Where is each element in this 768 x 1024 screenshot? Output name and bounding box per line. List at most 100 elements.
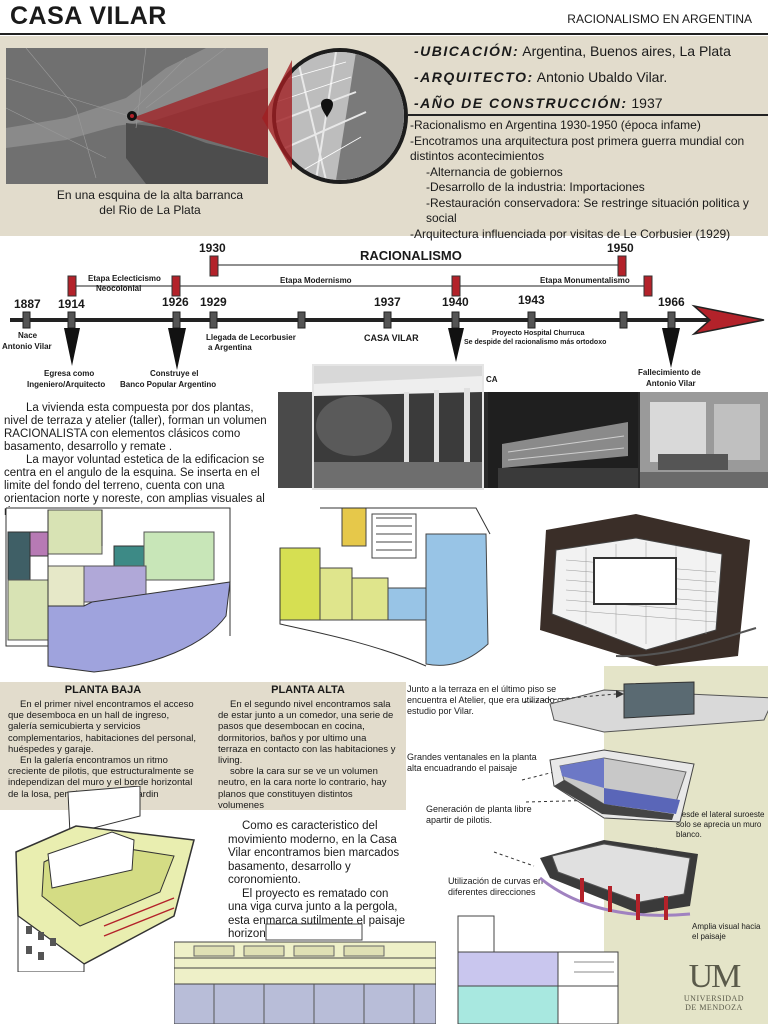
tick-1940 <box>451 311 460 329</box>
planta-text-background <box>0 682 406 810</box>
location-map <box>6 48 268 184</box>
tick-1914 <box>67 311 76 329</box>
event-hospital-1: Proyecto Hospital Churruca <box>492 330 585 337</box>
map-caption: En una esquina de la alta barranca del R… <box>20 188 280 218</box>
event-fallece-2: Antonio Vilar <box>646 379 696 388</box>
arrow-1914 <box>64 328 80 366</box>
anio-label: -AÑO DE CONSTRUCCIÓN: <box>414 95 628 111</box>
annotation-visual: Amplia visual hacia el paisaje <box>692 922 761 941</box>
etapa-neocolonial: Neocolonial <box>96 284 141 293</box>
info-arquitecto: -ARQUITECTO: Antonio Ubaldo Vilar. <box>414 64 764 90</box>
context-line: -Alternancia de gobiernos <box>426 164 563 179</box>
year-1950: 1950 <box>607 241 634 255</box>
um-logo-mark: UM <box>688 958 742 995</box>
planta-baja-body: En el primer nivel encontramos el acceso… <box>8 699 198 800</box>
axonometric-roof <box>540 514 757 666</box>
etapa-modernismo: Etapa Modernismo <box>280 276 352 285</box>
summary-text: Como es caracteristico del movimiento mo… <box>228 820 408 942</box>
info-divider <box>408 114 768 116</box>
context-line: -Encotramos una arquitectura post primer… <box>410 133 745 164</box>
etapa-marker <box>451 275 461 297</box>
event-hospital-2: Se despide del racionalismo más ortodoxo <box>464 339 606 346</box>
header-divider <box>0 33 768 35</box>
photo-caption-ca: CA <box>486 375 498 384</box>
page-title: CASA VILAR <box>10 2 167 30</box>
info-ubicacion: -UBICACIÓN: Argentina, Buenos aires, La … <box>414 38 764 64</box>
annotation-lateral: Desde el lateral suroeste solo se apreci… <box>676 810 765 839</box>
university-logo: UM UNIVERSIDAD DE MENDOZA <box>666 958 762 1013</box>
arrow-1966 <box>662 328 680 368</box>
house-description: La vivienda esta compuesta por dos plant… <box>4 402 274 519</box>
axonometric-house <box>15 786 195 972</box>
timeline-arrowhead <box>691 304 765 336</box>
um-line1: UNIVERSIDAD <box>683 994 745 1003</box>
context-line: -Racionalismo en Argentina 1930-1950 (ép… <box>410 118 701 132</box>
summary-p1: Como es caracteristico del movimiento mo… <box>228 820 400 886</box>
description-p2: La mayor voluntad estetica de la edifica… <box>4 454 265 518</box>
planta-alta-p1: En el segundo nivel encontramos sala de … <box>218 699 396 767</box>
year-1930: 1930 <box>199 241 226 255</box>
historical-context: -Racionalismo en Argentina 1930-1950 (ép… <box>410 118 762 242</box>
marker-1930 <box>209 255 219 277</box>
planta-alta-body: En el segundo nivel encontramos sala de … <box>218 699 398 811</box>
tick-1937 <box>383 311 392 329</box>
year-1940: 1940 <box>442 295 469 309</box>
elevation-front <box>174 923 436 1024</box>
planta-baja-plan <box>5 507 264 673</box>
event-lecorbusier-1: Llegada de Lecorbusier <box>206 333 296 342</box>
photo-gallery-pilotis <box>312 364 484 490</box>
context-line: -Restauración conservadora: Se restringe… <box>426 195 749 226</box>
arquitecto-value: Antonio Ubaldo Vilar. <box>533 69 668 85</box>
event-banco-2: Banco Popular Argentino <box>120 380 216 389</box>
racionalismo-label: RACIONALISMO <box>360 248 462 263</box>
context-line: -Desarrollo de la industria: Importacion… <box>426 180 645 194</box>
planta-alta-title: PLANTA ALTA <box>271 684 345 696</box>
axonometric-layers <box>493 681 768 920</box>
ubicacion-label: -UBICACIÓN: <box>414 43 520 59</box>
annotation-atelier: Junto a la terraza en el último piso se … <box>407 684 580 716</box>
event-egresa-2: Ingeniero/Arquitecto <box>27 380 105 389</box>
tick <box>297 311 306 329</box>
context-line: -Arquitectura influenciada por visitas d… <box>410 226 731 241</box>
event-fallece-1: Fallecimiento de <box>638 368 701 377</box>
etapa-eclecticismo: Etapa Eclecticismo <box>88 274 161 283</box>
tick-1966 <box>667 311 676 329</box>
planta-alta-text: PLANTA ALTA En el segundo nivel encontra… <box>218 684 398 811</box>
planta-baja-text: PLANTA BAJA En el primer nivel encontram… <box>8 684 198 800</box>
planta-alta-plan <box>276 504 496 674</box>
year-1966: 1966 <box>658 295 685 309</box>
etapa-monumentalismo: Etapa Monumentalismo <box>540 276 630 285</box>
zoom-map <box>272 48 408 184</box>
etapa-marker <box>67 275 77 297</box>
year-1943: 1943 <box>518 293 545 307</box>
anio-value: 1937 <box>627 95 663 111</box>
event-casa-vilar: CASA VILAR <box>364 333 419 343</box>
arrow-1940 <box>448 328 464 362</box>
annotation-ventanales: Grandes ventanales en la planta alta enc… <box>407 752 537 773</box>
year-1926: 1926 <box>162 295 189 309</box>
year-1937: 1937 <box>374 295 401 309</box>
arquitecto-label: -ARQUITECTO: <box>414 69 534 85</box>
description-p1: La vivienda esta compuesta por dos plant… <box>4 402 267 453</box>
map-caption-line2: del Rio de La Plata <box>99 203 201 217</box>
elevation-side <box>457 915 619 1024</box>
etapa-marker <box>171 275 181 297</box>
year-1914: 1914 <box>58 297 85 311</box>
project-info: -UBICACIÓN: Argentina, Buenos aires, La … <box>414 38 764 116</box>
year-1887: 1887 <box>14 297 41 311</box>
annotation-planta-libre: Generación de planta libre apartir de pi… <box>426 804 532 825</box>
marker-1950 <box>617 255 627 277</box>
tick <box>619 311 628 329</box>
planta-baja-title: PLANTA BAJA <box>64 684 142 696</box>
event-lecorbusier-2: a Argentina <box>208 343 252 352</box>
planta-baja-p1: En el primer nivel encontramos el acceso… <box>8 699 196 755</box>
event-nace-1: Nace <box>18 331 38 340</box>
etapa-marker <box>643 275 653 297</box>
map-zoom-connector <box>262 60 292 170</box>
event-egresa-1: Egresa como <box>44 369 94 378</box>
event-banco-1: Construye el <box>150 369 198 378</box>
tick-1887 <box>22 311 31 329</box>
info-anio: -AÑO DE CONSTRUCCIÓN: 1937 <box>414 90 764 116</box>
event-nace-2: Antonio Vilar <box>2 342 52 351</box>
annotation-curvas: Utilización de curvas en diferentes dire… <box>448 876 544 897</box>
